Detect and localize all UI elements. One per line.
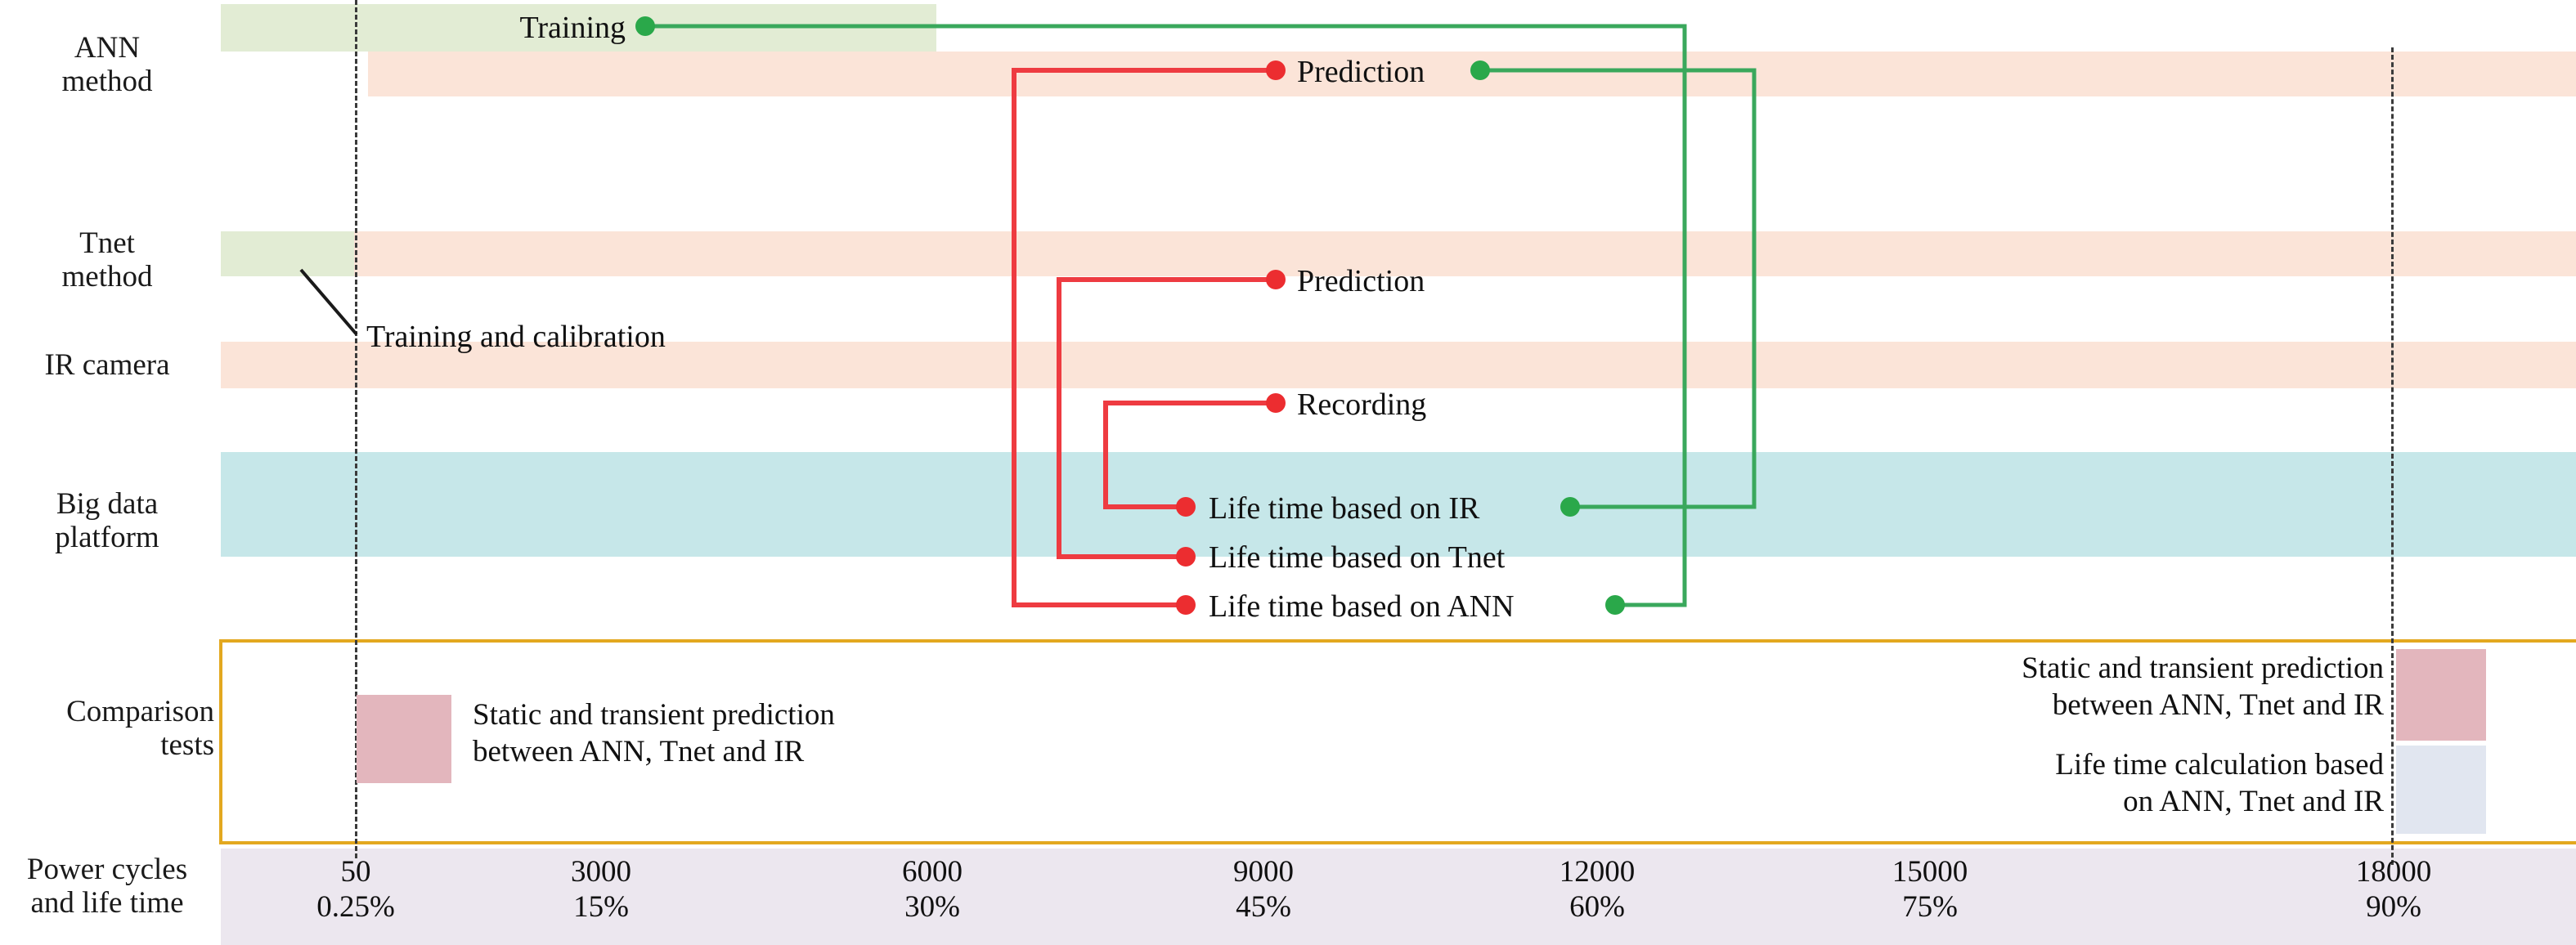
- row-label-comparison-line1: Comparison: [66, 695, 214, 728]
- comparison-right-bottom-text-line1: Life time calculation based: [2055, 748, 2384, 782]
- axis-tick-5: 15000 75%: [1852, 855, 2008, 925]
- swatch-right-blue: [2396, 746, 2486, 834]
- row-label-comparison-line2: tests: [160, 728, 214, 763]
- node-tnet-prediction[interactable]: Prediction: [1297, 263, 1425, 299]
- marker-tnet-prediction-red: [1266, 270, 1286, 289]
- marker-lifetime-ann-green: [1605, 595, 1625, 615]
- axis-tick-3-cycles: 9000: [1233, 855, 1294, 889]
- axis-tick-1: 3000 15%: [523, 855, 679, 925]
- marker-training-green: [635, 16, 655, 36]
- node-lifetime-ann-label: Life time based on ANN: [1209, 589, 1515, 624]
- node-lifetime-ir-label: Life time based on IR: [1209, 491, 1480, 526]
- axis-tick-0-cycles: 50: [340, 855, 371, 889]
- node-ir-recording-label: Recording: [1297, 387, 1427, 422]
- comparison-right-bottom-text-line2: on ANN, Tnet and IR: [2123, 785, 2384, 819]
- axis-tick-5-lifetime: 75%: [1902, 889, 1958, 924]
- row-label-big-data-line2: platform: [55, 521, 159, 555]
- axis-tick-1-lifetime: 15%: [573, 889, 629, 924]
- comparison-right-top-text-line2: between ANN, Tnet and IR: [2052, 688, 2384, 723]
- axis-tick-1-cycles: 3000: [571, 855, 631, 889]
- node-training-label: Training: [519, 11, 626, 45]
- node-lifetime-ir[interactable]: Life time based on IR: [1209, 490, 1479, 526]
- row-label-axis-line1: Power cycles: [26, 853, 188, 886]
- axis-tick-4-lifetime: 60%: [1569, 889, 1625, 924]
- swatch-right-pink: [2396, 649, 2486, 741]
- comparison-right-bottom-text: Life time calculation based on ANN, Tnet…: [1603, 746, 2384, 820]
- guide-line-end: [2391, 47, 2394, 865]
- row-label-ir-camera: IR camera: [0, 348, 214, 382]
- row-label-tnet: Tnet method: [0, 226, 214, 294]
- comparison-left-text-line1: Static and transient prediction: [473, 698, 835, 732]
- row-label-tnet-line2: method: [61, 260, 153, 294]
- row-label-comparison: Comparison tests: [0, 695, 214, 763]
- node-ir-recording[interactable]: Recording: [1297, 387, 1426, 423]
- marker-lifetime-ir-red: [1176, 497, 1196, 517]
- band-axis: [221, 849, 2576, 945]
- node-ann-prediction-label: Prediction: [1297, 55, 1425, 89]
- comparison-right-top-text-line1: Static and transient prediction: [2022, 652, 2384, 685]
- marker-lifetime-tnet-red: [1176, 547, 1196, 567]
- axis-tick-4-cycles: 12000: [1559, 855, 1636, 889]
- row-label-ann-line2: method: [61, 65, 153, 99]
- comparison-right-top-text: Static and transient prediction between …: [1603, 650, 2384, 723]
- row-label-ir-camera-text: IR camera: [44, 348, 170, 382]
- axis-tick-6-cycles: 18000: [2355, 855, 2432, 889]
- annotation-training-and-calibration: Training and calibration: [366, 319, 666, 355]
- comparison-left-text-line2: between ANN, Tnet and IR: [473, 735, 805, 769]
- axis-tick-3: 9000 45%: [1186, 855, 1341, 925]
- swatch-left-pink: [357, 695, 451, 783]
- node-lifetime-ann[interactable]: Life time based on ANN: [1209, 589, 1515, 625]
- node-lifetime-tnet-label: Life time based on Tnet: [1209, 540, 1506, 575]
- row-label-ann: ANN method: [0, 31, 214, 99]
- row-label-tnet-line1: Tnet: [79, 226, 135, 260]
- axis-tick-2-cycles: 6000: [902, 855, 963, 889]
- axis-tick-4: 12000 60%: [1519, 855, 1675, 925]
- node-lifetime-tnet[interactable]: Life time based on Tnet: [1209, 540, 1505, 576]
- band-tnet-training-overlay: [221, 231, 354, 276]
- annotation-training-and-calibration-label: Training and calibration: [366, 320, 666, 354]
- guide-line-start: [355, 0, 357, 858]
- row-label-ann-line1: ANN: [74, 31, 141, 65]
- node-training[interactable]: Training: [311, 10, 626, 46]
- marker-lifetime-ir-green: [1560, 497, 1580, 517]
- marker-lifetime-ann-red: [1176, 595, 1196, 615]
- row-label-big-data: Big data platform: [0, 487, 214, 555]
- axis-tick-0-lifetime: 0.25%: [316, 889, 395, 924]
- axis-tick-0: 50 0.25%: [278, 855, 433, 925]
- row-label-big-data-line1: Big data: [56, 487, 159, 521]
- axis-tick-2-lifetime: 30%: [904, 889, 960, 924]
- axis-tick-3-lifetime: 45%: [1236, 889, 1291, 924]
- marker-ir-recording-red: [1266, 393, 1286, 413]
- axis-tick-6: 18000 90%: [2316, 855, 2471, 925]
- node-ann-prediction[interactable]: Prediction: [1297, 54, 1425, 90]
- comparison-tests-box: [219, 639, 2576, 844]
- marker-ann-prediction-red: [1266, 60, 1286, 80]
- axis-tick-5-cycles: 15000: [1892, 855, 1968, 889]
- comparison-left-text: Static and transient prediction between …: [473, 696, 1209, 770]
- axis-tick-6-lifetime: 90%: [2366, 889, 2421, 924]
- row-label-axis: Power cycles and life time: [0, 853, 214, 920]
- axis-tick-2: 6000 30%: [855, 855, 1010, 925]
- node-tnet-prediction-label: Prediction: [1297, 264, 1425, 298]
- marker-ann-prediction-green: [1470, 60, 1490, 80]
- row-label-axis-line2: and life time: [30, 886, 184, 920]
